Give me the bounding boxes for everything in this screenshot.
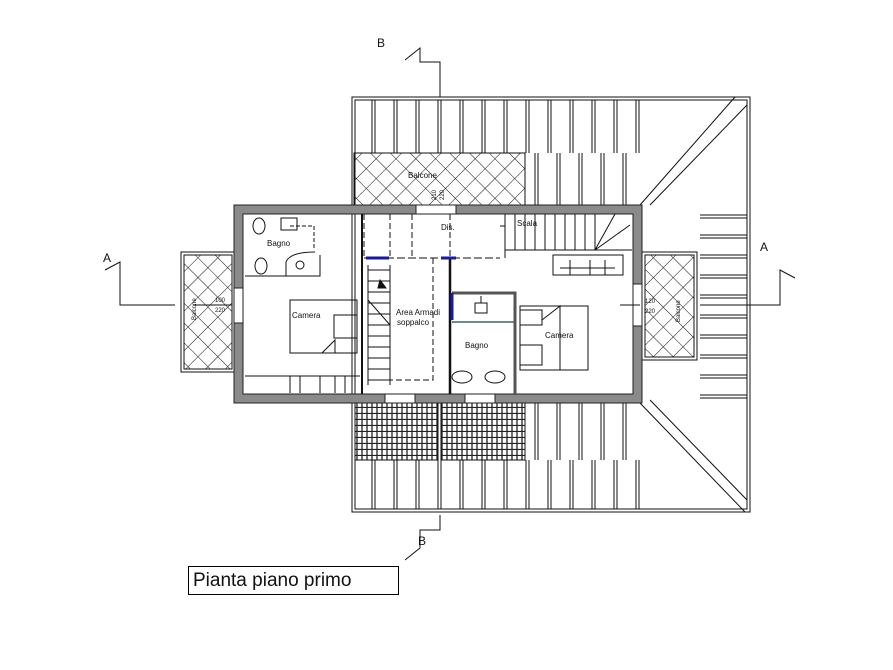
balcony-top <box>353 152 526 208</box>
section-marks <box>104 46 796 561</box>
roof <box>351 96 751 513</box>
opening-right-width: 120 <box>645 299 656 305</box>
room-label-dis: Dis. <box>441 223 455 232</box>
room-label-camera-left: Camera <box>292 311 321 320</box>
balcony-bottom-right <box>440 402 526 461</box>
opening-left-height: 220 <box>215 308 226 314</box>
balcony-label-right: Balcone <box>676 300 682 322</box>
room-label-camera-right: Camera <box>545 331 574 340</box>
exterior-walls <box>233 204 643 404</box>
room-label-bagno-left: Bagno <box>267 239 291 248</box>
balcony-label-top: Balcone <box>408 171 437 180</box>
drawing-title: Pianta piano primo <box>188 566 399 595</box>
room-label-soppalco: soppalco <box>397 318 430 327</box>
opening-right-height: 220 <box>645 309 656 315</box>
section-mark-b-bottom: B <box>418 534 426 548</box>
section-mark-a-left: A <box>103 251 111 265</box>
section-mark-a-right: A <box>760 240 768 254</box>
balcony-bottom-left <box>354 402 439 461</box>
room-label-scala: Scala <box>517 219 538 228</box>
balcony-label-left: Balcone <box>192 298 198 320</box>
opening-top-width: 210 <box>432 189 438 200</box>
room-label-area-armadi: Area Armadi <box>396 308 440 317</box>
opening-top-height: 220 <box>440 189 446 200</box>
section-mark-b-top: B <box>377 36 385 50</box>
room-label-bagno-right: Bagno <box>465 341 489 350</box>
opening-left-width: 100 <box>215 298 226 304</box>
glazing-elements <box>366 256 456 320</box>
interior <box>245 213 633 394</box>
